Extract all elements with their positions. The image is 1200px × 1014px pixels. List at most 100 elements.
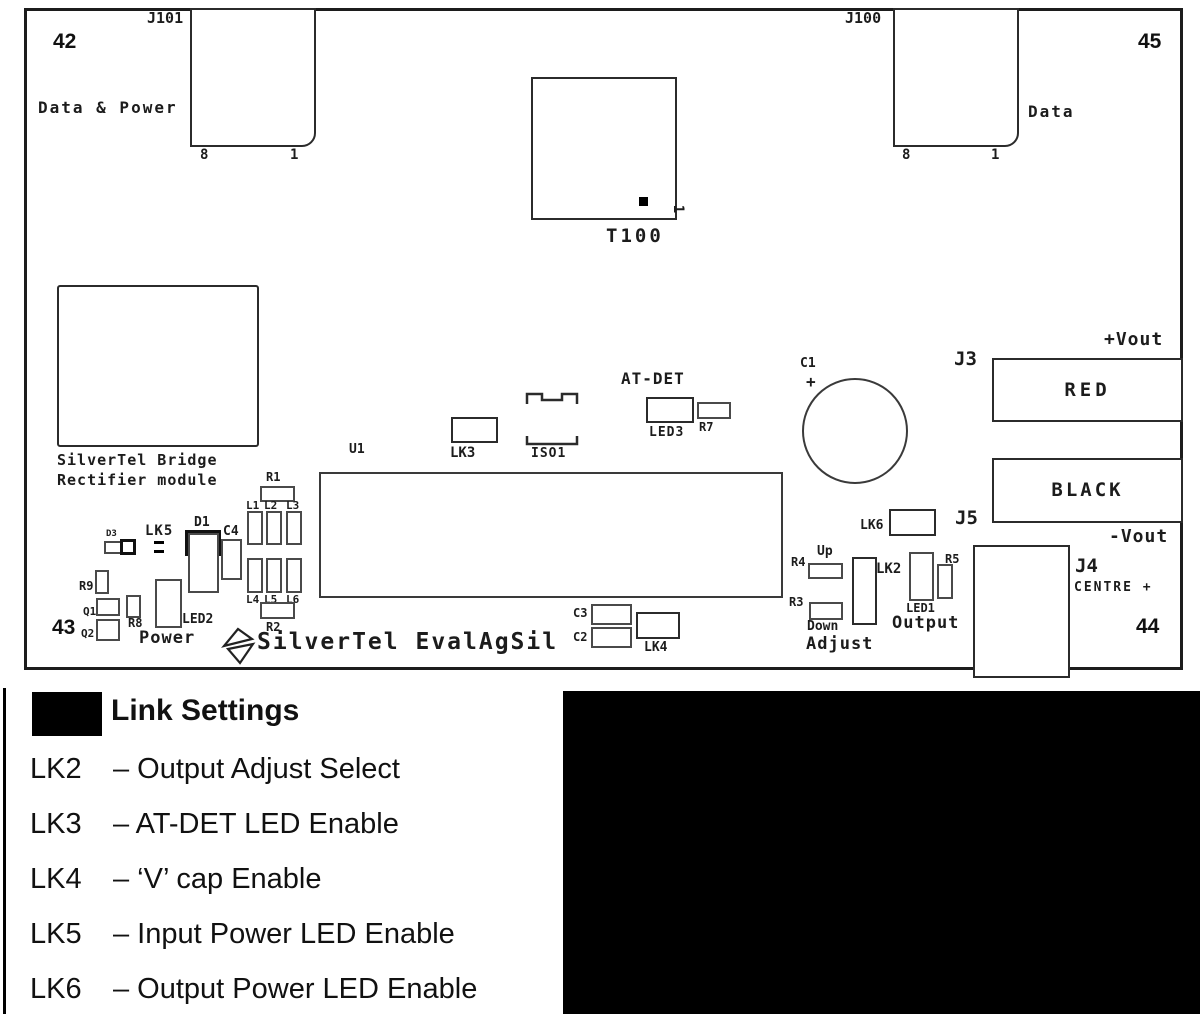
d3-component-b xyxy=(120,539,136,555)
lk4-link xyxy=(636,612,680,639)
lk4-ref-label: LK4 xyxy=(644,640,668,655)
r9-ref-label: R9 xyxy=(79,579,94,593)
r5-ref-label: R5 xyxy=(945,552,960,566)
adjust-caption: Adjust xyxy=(806,634,874,654)
lk5-pad-bottom xyxy=(154,550,164,553)
legend-lk4-desc: – ‘V’ cap Enable xyxy=(113,863,322,895)
bridge-rectifier-module xyxy=(57,285,259,447)
c2-ref-label: C2 xyxy=(573,630,588,644)
legend-lk5-desc: – Input Power LED Enable xyxy=(113,918,455,950)
legend-lk3-ref: LK3 xyxy=(30,808,82,840)
data-power-caption: Data & Power xyxy=(38,98,178,117)
l2-ref-label: L2 xyxy=(264,499,278,512)
j100-pin1-label: 1 xyxy=(991,147,1000,163)
q1-ref-label: Q1 xyxy=(83,605,97,618)
c1-plus-label: + xyxy=(806,372,816,391)
j100-ref-label: J100 xyxy=(845,9,882,27)
j5-black-terminal: BLACK xyxy=(992,458,1183,523)
r8-component xyxy=(126,595,141,618)
l6-component xyxy=(286,558,302,593)
vout-minus-label: -Vout xyxy=(1109,526,1169,547)
j101-connector xyxy=(190,8,316,147)
c3-ref-label: C3 xyxy=(573,606,588,620)
l4-component xyxy=(247,558,263,593)
r7-component xyxy=(697,402,731,419)
l3-ref-label: L3 xyxy=(286,499,300,512)
bridge-caption-line2: Rectifier module xyxy=(57,471,218,489)
c1-ref-label: C1 xyxy=(800,356,816,371)
r3-component xyxy=(809,602,843,620)
lk2-link xyxy=(852,557,877,625)
led2-component xyxy=(155,579,182,628)
silkscreen-logo-text: SilverTel EvalAgSil xyxy=(257,629,559,655)
c1-capacitor xyxy=(802,378,908,484)
led3-ref-label: LED3 xyxy=(649,425,685,440)
legend-lk4-ref: LK4 xyxy=(30,863,82,895)
r5-component xyxy=(937,564,953,599)
legend-lk3-desc: – AT-DET LED Enable xyxy=(113,808,399,840)
iso1-bottom-shape xyxy=(525,436,579,446)
legend-swatch xyxy=(32,692,102,736)
l5-component xyxy=(266,558,282,593)
lk3-ref-label: LK3 xyxy=(450,445,476,461)
power-caption: Power xyxy=(139,628,196,648)
j101-pin8-label: 8 xyxy=(200,147,209,163)
d1-cathode-band xyxy=(185,530,221,556)
legend-lk2-desc: – Output Adjust Select xyxy=(113,753,400,785)
l1-ref-label: L1 xyxy=(246,499,260,512)
lk2-ref-label: LK2 xyxy=(876,561,902,577)
q2-component xyxy=(96,619,120,641)
lk3-link xyxy=(451,417,498,443)
at-det-label: AT-DET xyxy=(621,369,685,388)
legend-lk6-desc: – Output Power LED Enable xyxy=(113,973,478,1005)
l5-ref-label: L5 xyxy=(264,593,278,606)
r3-ref-label: R3 xyxy=(789,595,804,609)
q1-component xyxy=(96,598,120,616)
c4-component xyxy=(221,539,242,580)
t100-transformer xyxy=(531,77,677,220)
c2-component xyxy=(591,627,632,648)
port-number-42: 42 xyxy=(53,30,77,53)
u1-ic xyxy=(319,472,783,598)
lk5-pad-top xyxy=(154,541,164,544)
black-wire-label: BLACK xyxy=(1051,479,1124,501)
j5-ref-label: J5 xyxy=(955,507,978,529)
l6-ref-label: L6 xyxy=(286,593,300,606)
r4-component xyxy=(808,563,843,579)
lk5-ref-label: LK5 xyxy=(145,523,174,539)
d1-ref-label: D1 xyxy=(194,515,210,530)
l2-component xyxy=(266,511,282,545)
l4-ref-label: L4 xyxy=(246,593,260,606)
legend-left-rule xyxy=(3,688,6,1014)
iso1-top-shape xyxy=(525,392,579,404)
j4-ref-label: J4 xyxy=(1075,555,1098,577)
r9-component xyxy=(95,570,109,594)
d1-diode xyxy=(188,533,219,593)
r4-ref-label: R4 xyxy=(791,555,806,569)
j101-ref-label: J101 xyxy=(147,9,184,27)
j4-dc-jack xyxy=(973,545,1070,678)
c3-component xyxy=(591,604,632,625)
silvertel-logo-icon xyxy=(221,627,256,665)
j3-red-terminal: RED xyxy=(992,358,1183,422)
legend-title: Link Settings xyxy=(111,694,300,727)
lk6-link xyxy=(889,509,936,536)
up-label: Up xyxy=(817,544,833,559)
led1-ref-label: LED1 xyxy=(906,601,935,615)
board-outline xyxy=(24,8,1183,670)
redacted-panel xyxy=(563,691,1200,1014)
j4-centre-caption: CENTRE + xyxy=(1074,580,1153,595)
t100-pin1-label: 1 xyxy=(670,204,687,214)
legend-lk5-ref: LK5 xyxy=(30,918,82,950)
legend-lk6-ref: LK6 xyxy=(30,973,82,1005)
r2-component xyxy=(260,602,295,619)
j101-pin1-label: 1 xyxy=(290,147,299,163)
down-label: Down xyxy=(807,619,839,634)
data-caption: Data xyxy=(1028,102,1075,121)
led1-component xyxy=(909,552,934,601)
l1-component xyxy=(247,511,263,545)
led2-ref-label: LED2 xyxy=(182,612,214,627)
r1-component xyxy=(260,486,295,502)
port-number-45: 45 xyxy=(1138,30,1162,53)
